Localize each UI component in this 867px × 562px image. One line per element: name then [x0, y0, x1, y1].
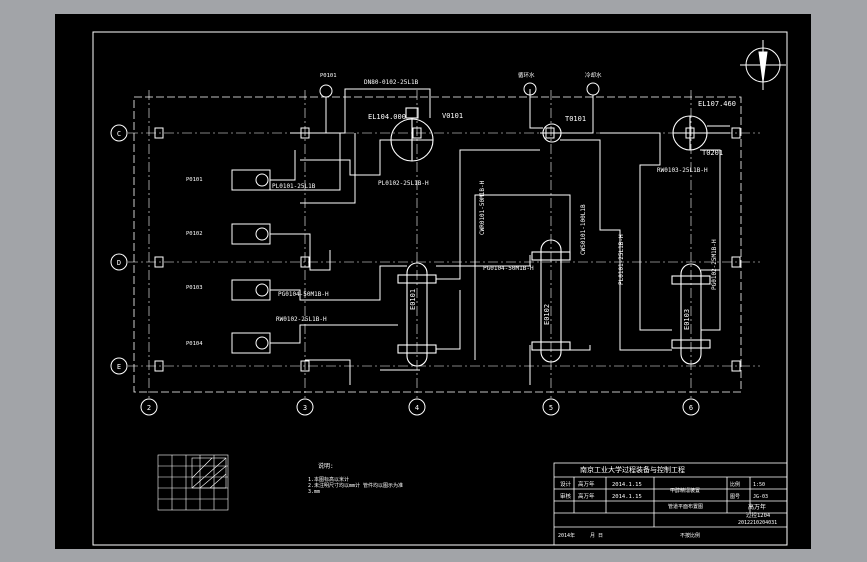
- label-t0201: T0201: [702, 149, 723, 157]
- label-t0101: T0101: [565, 115, 586, 123]
- titleblock-class: 过控1204: [746, 511, 771, 519]
- label-line: DN80-0102-25L1B: [364, 79, 419, 86]
- notes-line: 2.未注明尺寸均以mm计 管件均以图示为准: [308, 482, 403, 489]
- label-pump: P0101: [186, 177, 203, 183]
- titleblock-sheet-label: 图号: [730, 494, 740, 500]
- titleblock-role: 审核: [560, 492, 572, 500]
- grid-bubble-row: [110, 124, 128, 142]
- grid-bubble-col: [682, 398, 700, 416]
- titleblock-date: 2014.1.15: [612, 482, 642, 488]
- grid-label-col: 4: [415, 404, 419, 412]
- label-instrument: 冷却水: [585, 71, 602, 79]
- label-line: PG0104-50M1B-H: [483, 265, 534, 272]
- label-line: PG0104-50M1B-H: [278, 291, 329, 298]
- label-line: RW0103-25L1B-H: [657, 167, 708, 174]
- label-line: RW0102-25L1B-H: [276, 316, 327, 323]
- titleblock-date: 2014.1.15: [612, 494, 642, 500]
- label-instrument: 循环水: [518, 71, 535, 79]
- grid-label-row: D: [117, 259, 121, 267]
- titleblock-person: 高万年: [578, 492, 595, 500]
- label-line: CWS0101-100L1B: [580, 204, 587, 255]
- titleblock-role: 设计: [560, 480, 572, 488]
- notes-line: 3.mm: [308, 489, 320, 495]
- label-elevation-1: EL104.000: [368, 113, 406, 121]
- grid-bubble-col: [408, 398, 426, 416]
- vessel-t0101: [540, 123, 564, 143]
- label-pump: P0103: [186, 285, 203, 291]
- label-e0103: E0103: [683, 309, 691, 330]
- grid-label-col: 3: [303, 404, 307, 412]
- titleblock-person: 高万年: [578, 480, 595, 488]
- piping: [270, 88, 721, 385]
- grid-label-col: 5: [549, 404, 553, 412]
- label-line: PL0101-25L1B-H: [618, 234, 625, 285]
- titleblock-scale-label: 比例: [730, 481, 740, 488]
- title-block: [553, 462, 788, 546]
- titleblock-scale-value: 1:50: [753, 482, 765, 488]
- grid-bubble-row: [110, 253, 128, 271]
- pump-p0104: [231, 332, 271, 354]
- pump-p0101: [231, 169, 271, 191]
- label-elevation-2: EL107.460: [698, 100, 736, 108]
- grid-label-col: 6: [689, 404, 693, 412]
- titleblock-project: 甲醇精馏装置: [670, 487, 700, 494]
- titleblock-drawing-name: 管道平面布置图: [668, 503, 703, 510]
- label-e0102: E0102: [543, 304, 551, 325]
- drawing-frame: [92, 31, 788, 546]
- exchanger-e0103: [671, 263, 711, 365]
- titleblock-author: 高万年: [748, 503, 766, 511]
- grid-bubble-row: [110, 357, 128, 375]
- grid-bubble-col: [140, 398, 158, 416]
- titleblock-sheet-value: JG-03: [753, 494, 768, 500]
- pump-p0103: [231, 279, 271, 301]
- grid-lines: [128, 90, 760, 398]
- titleblock-footer: 2014年: [558, 532, 575, 539]
- north-arrow-icon: [740, 40, 786, 90]
- label-line: PL0101-25L1B: [272, 183, 316, 190]
- notes-title: 说明:: [318, 462, 334, 470]
- label-e0101: E0101: [409, 289, 417, 310]
- legend-grid: [157, 454, 229, 511]
- pumps-group: [231, 169, 271, 354]
- instrument-icons: [319, 82, 600, 98]
- label-line: PL0102-25L1B-H: [378, 180, 429, 187]
- grid-col-bubbles: 2 3 4 5 6: [140, 398, 700, 416]
- building-columns: [154, 127, 741, 372]
- label-pump: P0104: [186, 341, 203, 347]
- notes-line: 1.本图标高以米计: [308, 476, 349, 483]
- titleblock-school: 南京工业大学过程装备与控制工程: [580, 465, 685, 474]
- grid-bubble-col: [542, 398, 560, 416]
- titleblock-footer: 不按比例: [680, 532, 700, 539]
- grid-label-row: C: [117, 130, 121, 138]
- titleblock-student-id: 2012210204031: [738, 520, 777, 526]
- grid-label-col: 2: [147, 404, 151, 412]
- label-line: CWR0101-50M1B-H: [479, 180, 486, 235]
- pump-p0102: [231, 223, 271, 245]
- cad-viewport[interactable]: [55, 14, 811, 549]
- label-instrument: P0101: [320, 73, 337, 79]
- grid-row-bubbles: C D E: [110, 124, 128, 375]
- building-outline: [133, 96, 742, 393]
- label-v0101: V0101: [442, 112, 463, 120]
- grid-bubble-col: [296, 398, 314, 416]
- titleblock-footer: 月 日: [590, 533, 603, 539]
- label-line: PG0102-25M1B-H: [711, 239, 718, 290]
- label-pump: P0102: [186, 231, 203, 237]
- grid-label-row: E: [117, 363, 121, 371]
- vessel-t0201: [672, 115, 730, 151]
